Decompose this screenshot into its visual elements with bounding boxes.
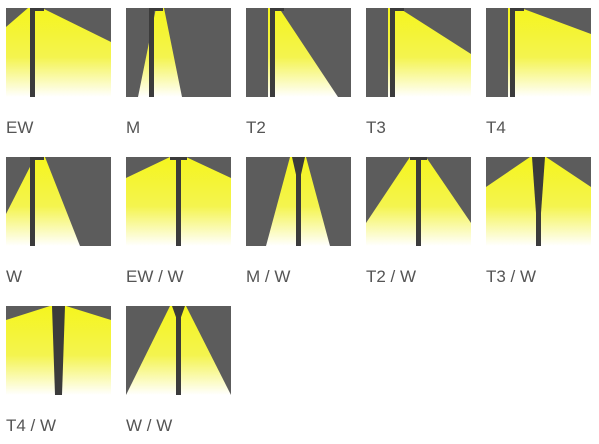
- beam-t3-illustration: [366, 8, 471, 97]
- beam-m-illustration: [126, 8, 231, 97]
- beam-w-illustration: [6, 157, 111, 246]
- beam-tile-t3: T3: [366, 8, 471, 138]
- beam-t4-illustration: [486, 8, 591, 97]
- beam-label-t3-w: T3 / W: [486, 267, 537, 286]
- beam-t4-w-illustration: [6, 306, 111, 395]
- beam-tile-w-w: W / W: [126, 306, 231, 436]
- beam-label-w-w: W / W: [126, 416, 173, 435]
- beam-w-w-illustration: [126, 306, 231, 395]
- beam-label-t4-w: T4 / W: [6, 416, 57, 435]
- beam-ew-illustration: [6, 8, 111, 97]
- beam-label-w: W: [6, 267, 23, 286]
- beam-tile-t4: T4: [486, 8, 591, 138]
- beam-tile-t3-w: T3 / W: [486, 157, 591, 287]
- beam-label-t3: T3: [366, 118, 386, 137]
- beam-label-ew: EW: [6, 118, 34, 137]
- beam-t2-illustration: [246, 8, 351, 97]
- beam-tile-ew-w: EW / W: [126, 157, 231, 287]
- beam-label-t2: T2: [246, 118, 266, 137]
- beam-m-w-illustration: [246, 157, 351, 246]
- beam-t2-w-illustration: [366, 157, 471, 246]
- beam-tile-t4-w: T4 / W: [6, 306, 111, 436]
- beam-label-m: M: [126, 118, 141, 137]
- beam-label-t2-w: T2 / W: [366, 267, 417, 286]
- beam-tile-w: W: [6, 157, 111, 287]
- beam-tile-m: M: [126, 8, 231, 138]
- beam-tile-t2: T2: [246, 8, 351, 138]
- beam-tile-t2-w: T2 / W: [366, 157, 471, 287]
- beam-tile-m-w: M / W: [246, 157, 351, 287]
- beam-label-ew-w: EW / W: [126, 267, 184, 286]
- beam-label-m-w: M / W: [246, 267, 291, 286]
- beam-t3-w-illustration: [486, 157, 591, 246]
- beam-tile-ew: EW: [6, 8, 111, 138]
- beam-ew-w-illustration: [126, 157, 231, 246]
- beam-label-t4: T4: [486, 118, 506, 137]
